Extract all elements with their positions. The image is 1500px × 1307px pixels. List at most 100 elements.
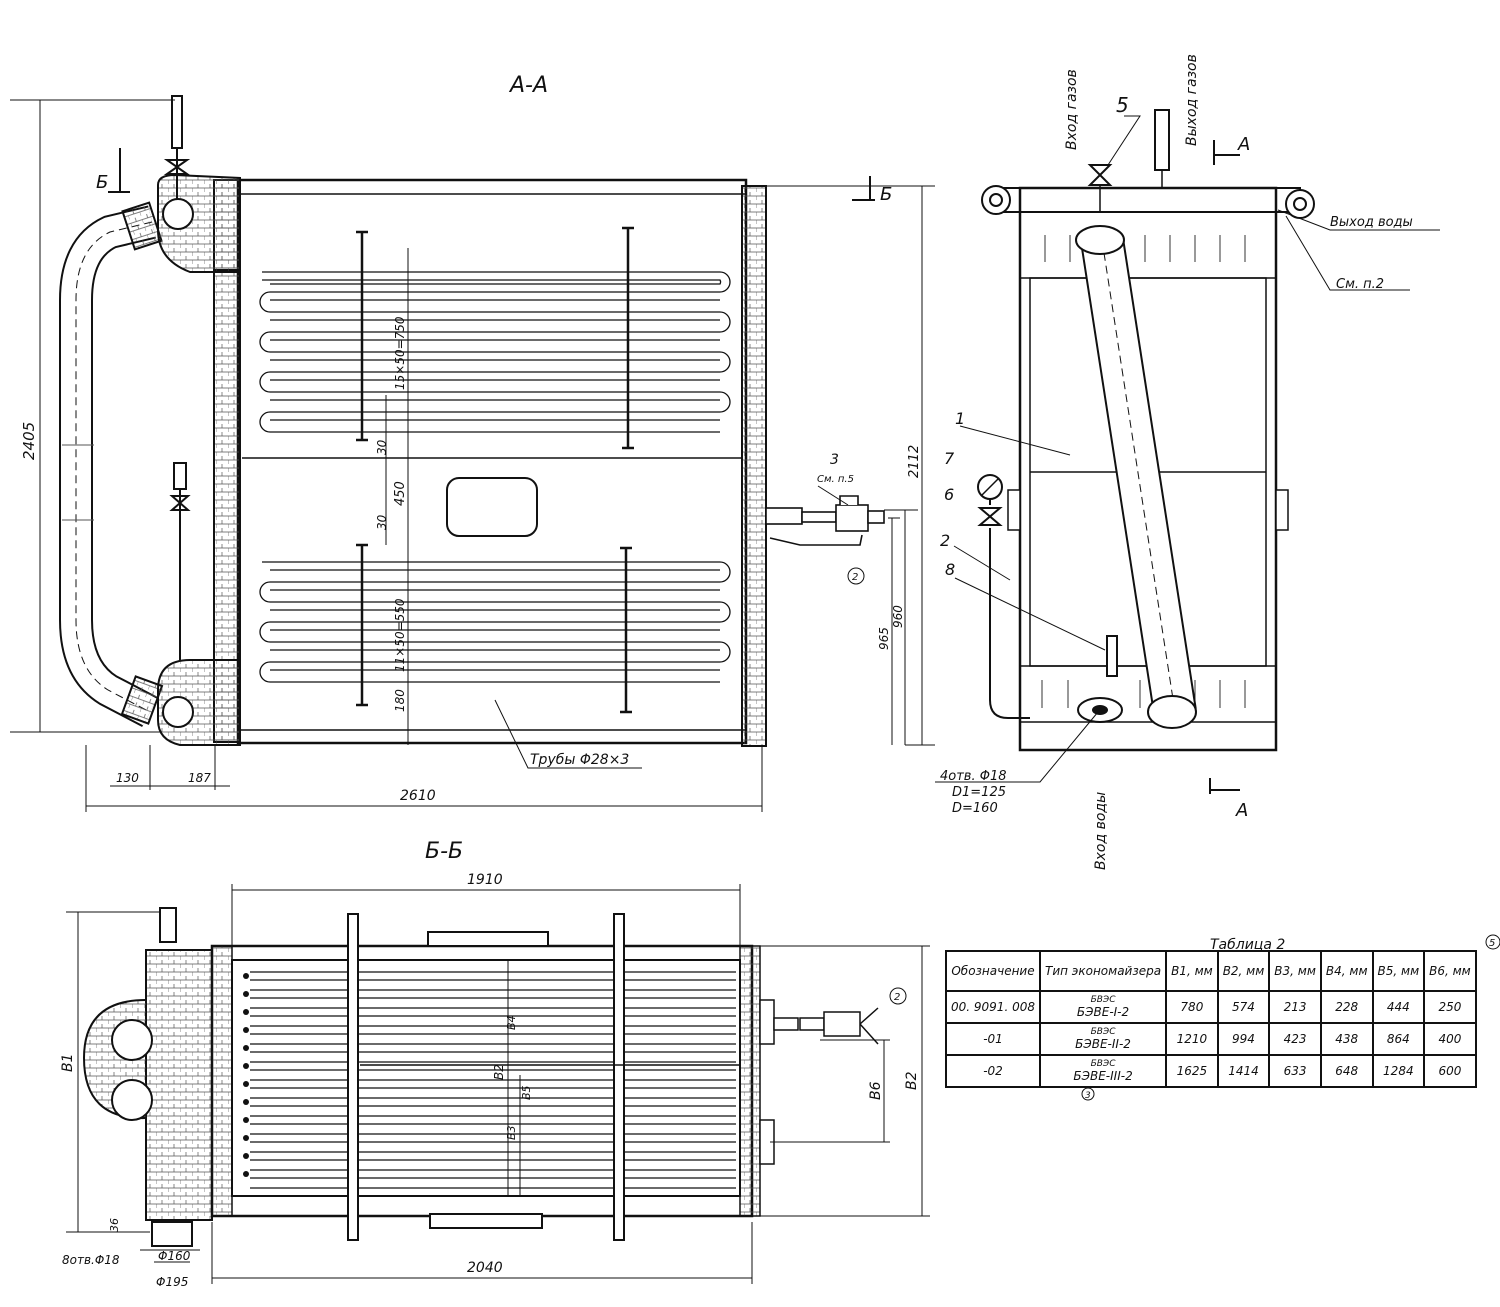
dimension-lines-aa	[10, 99, 935, 812]
view-bb-title: Б-Б	[425, 839, 463, 864]
right-header-column	[741, 185, 767, 747]
cut-a-bottom-label: А	[1235, 800, 1248, 821]
cell-code: -02	[945, 1054, 1041, 1088]
see-p5-label: См. п.5	[817, 474, 854, 485]
dim-width-2610: 2610	[400, 788, 436, 804]
bb-tube-ends	[243, 973, 249, 1177]
pos8-label: 8	[945, 560, 955, 579]
dim-gap-30b: 30	[375, 514, 389, 530]
water-out-label: Выход воды	[1330, 215, 1413, 230]
pos6-label: 6	[944, 485, 954, 504]
gas-in-label: Вход газов	[1064, 69, 1080, 150]
dim-d160: Φ160	[158, 1249, 191, 1263]
holes-bb-label: 8отв.Φ18	[62, 1253, 120, 1267]
cell-code: 00. 9091. 008	[945, 990, 1041, 1024]
bypass-pipe	[59, 205, 158, 728]
see-note-label: См. п.2	[1336, 277, 1384, 292]
cell-b1: 1210	[1165, 1022, 1219, 1056]
th-type: Тип экономайзера	[1038, 950, 1168, 992]
water-in-label: Вход воды	[1093, 792, 1109, 870]
table-header-row: Обозначение Тип экономайзера В1, мм В2, …	[945, 950, 1477, 992]
cell-type-value: БЭВЕ-III-2	[1073, 1068, 1133, 1083]
view-bb: Б-Б	[60, 839, 930, 1289]
dim-d195: Φ195	[156, 1275, 188, 1289]
holes-label-1: 4отв. Φ18	[940, 769, 1007, 784]
lower-coil	[259, 561, 731, 683]
th-b1: В1, мм	[1165, 950, 1219, 992]
cell-b1: 1625	[1165, 1054, 1219, 1088]
cell-type-value: БЭВЕ-I-2	[1076, 1004, 1130, 1019]
cell-b5: 1284	[1371, 1054, 1426, 1088]
dim-h-960: 960	[891, 605, 905, 628]
dim-b4: В4	[505, 1015, 518, 1030]
cell-b6: 250	[1423, 990, 1477, 1024]
dim-gap-180: 180	[393, 689, 407, 712]
cell-b3: 213	[1268, 990, 1322, 1024]
bb-tube-rows	[250, 971, 736, 1189]
dim-width-1910: 1910	[467, 872, 503, 888]
cell-b1: 780	[1165, 990, 1219, 1024]
dim-130: 130	[116, 771, 139, 785]
th-code: Обозначение	[945, 950, 1041, 992]
dim-b2: В2	[904, 1071, 920, 1090]
cell-b2: 1414	[1216, 1054, 1271, 1088]
holes-label-2: D1=125	[952, 785, 1006, 800]
inspection-hatch	[446, 477, 538, 537]
cell-b2: 574	[1216, 990, 1271, 1024]
dim-187: 187	[188, 771, 211, 785]
cell-b3: 633	[1268, 1054, 1322, 1088]
dim-gap-30a: 30	[375, 439, 389, 455]
bb-casing	[210, 944, 754, 1218]
dimensions-table: Обозначение Тип экономайзера В1, мм В2, …	[945, 950, 1477, 1088]
cut-b-left-label: Б	[96, 172, 108, 193]
dim-h-965: 965	[877, 627, 891, 650]
cell-b6: 400	[1423, 1022, 1477, 1056]
cell-type-sup: БВЭС	[1090, 994, 1116, 1005]
cell-b5: 864	[1371, 1022, 1426, 1056]
cell-type-value: БЭВЕ-II-2	[1075, 1036, 1131, 1051]
th-b4: В4, мм	[1319, 950, 1374, 992]
table-caption: Таблица 2	[1210, 937, 1286, 953]
top-valve	[163, 95, 191, 200]
upper-coil	[259, 271, 731, 433]
circle-2-bb: 2	[894, 992, 900, 1003]
fitting-3	[765, 495, 885, 546]
pos7-label: 7	[944, 449, 955, 468]
dim-b-inner: В2	[492, 1064, 506, 1080]
drain-valve	[169, 462, 191, 660]
dim-b1: В1	[60, 1053, 76, 1072]
cell-b4: 228	[1319, 990, 1374, 1024]
cell-type-sup: БВЭС	[1090, 1026, 1116, 1037]
circle-2-aa: 2	[852, 572, 858, 583]
bb-left-header	[145, 949, 213, 1221]
view-aa-title: А-А	[508, 73, 548, 98]
pos3-label: 3	[830, 452, 839, 468]
bb-support-bars	[347, 913, 625, 1241]
cell-b4: 438	[1319, 1022, 1374, 1056]
tubes-label: Трубы Φ28×3	[530, 752, 629, 768]
pos1-label: 1	[955, 409, 965, 428]
dim-coil-lower: 11×50=550	[393, 598, 407, 672]
cell-type-sup: БВЭС	[1090, 1058, 1116, 1069]
dim-coil-upper: 15×50=750	[393, 316, 407, 390]
th-b5: В5, мм	[1371, 950, 1426, 992]
casing-outline	[236, 178, 748, 745]
pos2-label: 2	[940, 531, 950, 550]
th-b6: В6, мм	[1423, 950, 1477, 992]
th-b3: В3, мм	[1268, 950, 1322, 992]
dim-36: 36	[108, 1218, 121, 1232]
table-mark: 5	[1489, 938, 1495, 949]
dim-b6: В6	[868, 1081, 884, 1100]
dimension-lines-bb	[66, 884, 930, 1284]
cell-code: -01	[945, 1022, 1041, 1056]
th-b2: В2, мм	[1216, 950, 1271, 992]
holes-label-3: D=160	[952, 801, 998, 816]
dim-width-2040: 2040	[467, 1260, 503, 1276]
